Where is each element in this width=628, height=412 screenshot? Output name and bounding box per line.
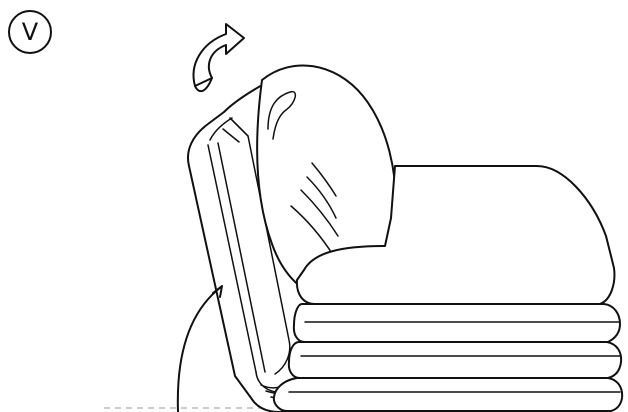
step-badge: V	[8, 10, 52, 54]
rotate-up-arrow-icon	[194, 24, 244, 91]
fold-up-arrow-icon	[178, 286, 222, 412]
